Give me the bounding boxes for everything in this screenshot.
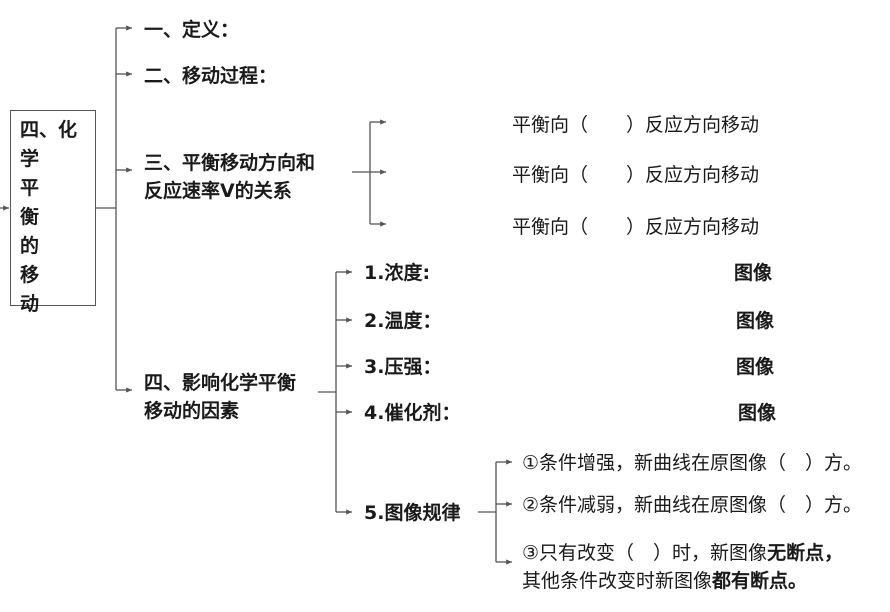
factor-concentration-image: 图像 (734, 262, 773, 284)
rule-2-text: 条件减弱，新曲线在原图像（ ）方。 (539, 494, 863, 516)
branch-definition: 一、定义： (144, 19, 240, 41)
rule-3-line1: ③只有改变（ ）时，新图像无断点， (522, 538, 843, 565)
branch-process: 二、移动过程： (144, 65, 278, 87)
rule-3-line2-emphasis: 都有断点 (712, 570, 789, 592)
root-node-box (10, 110, 96, 306)
factor-concentration: 1.浓度: (364, 262, 431, 284)
factor-catalyst-image: 图像 (738, 402, 777, 424)
rule-3-line2-end: 。 (788, 570, 808, 592)
rule-3-text: 只有改变（ ）时，新图像 (539, 542, 768, 564)
relation-item-2: 平衡向（ ）反应方向移动 (512, 164, 760, 186)
factor-pressure-image: 图像 (736, 356, 775, 378)
factor-pressure: 3.压强： (364, 356, 442, 378)
rule-3-line2-text: 其他条件改变时新图像 (522, 570, 713, 592)
rule-2: ②条件减弱，新曲线在原图像（ ）方。 (522, 490, 862, 517)
factor-temperature-image: 图像 (736, 310, 775, 332)
root-node-title: 四、化 学 平 衡 的 移 动 (20, 119, 78, 315)
rule-1-text: 条件增强，新曲线在原图像（ ）方。 (539, 452, 863, 474)
rule-1: ①条件增强，新曲线在原图像（ ）方。 (522, 448, 862, 475)
rule-3-line2: 其他条件改变时新图像都有断点。 (522, 566, 807, 593)
factor-catalyst: 4.催化剂： (364, 402, 461, 424)
rule-3-end: ， (824, 542, 844, 564)
factor-temperature: 2.温度： (364, 310, 442, 332)
rule-3-number: ③ (522, 542, 540, 564)
rule-3-emphasis: 无断点 (767, 542, 825, 564)
factor-image-rules: 5.图像规律 (364, 502, 461, 524)
branch-factors-line2: 移动的因素 (144, 400, 240, 422)
relation-item-1: 平衡向（ ）反应方向移动 (512, 114, 760, 136)
rule-1-number: ① (522, 452, 540, 474)
branch-relation-line1: 三、平衡移动方向和 (144, 152, 316, 174)
branch-relation-line2: 反应速率V的关系 (144, 180, 292, 202)
rule-2-number: ② (522, 494, 540, 516)
relation-item-3: 平衡向（ ）反应方向移动 (512, 216, 760, 238)
branch-factors-line1: 四、影响化学平衡 (144, 372, 297, 394)
